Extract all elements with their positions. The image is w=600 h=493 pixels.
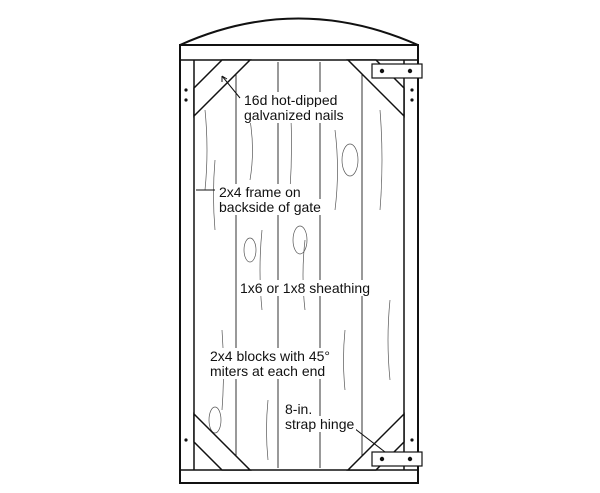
- label-blocks-line2: miters at each end: [208, 363, 328, 379]
- label-sheathing-text: 1x6 or 1x8 sheathing: [238, 280, 372, 296]
- label-hinge-line2: strap hinge: [283, 416, 357, 432]
- label-hinge-line1: 8-in.: [283, 401, 315, 417]
- label-frame-line1: 2x4 frame on: [217, 184, 303, 200]
- leader-nails: [221, 75, 241, 99]
- hinge-bottom: [371, 451, 423, 467]
- strap-hinges: [371, 63, 423, 467]
- label-hinge: 8-in. strap hinge: [283, 401, 357, 432]
- label-nails-line1: 16d hot-dipped: [242, 92, 340, 108]
- label-nails-line2: galvanized nails: [242, 107, 346, 123]
- nails: [184, 88, 414, 442]
- label-frame-line2: backside of gate: [217, 199, 323, 215]
- label-blocks: 2x4 blocks with 45° miters at each end: [208, 348, 332, 379]
- label-blocks-line1: 2x4 blocks with 45°: [208, 348, 332, 364]
- hinge-top: [371, 63, 423, 79]
- label-frame: 2x4 frame on backside of gate: [217, 184, 323, 215]
- label-sheathing: 1x6 or 1x8 sheathing: [238, 280, 372, 296]
- arched-top: [179, 17, 419, 46]
- board-seams: [235, 62, 363, 468]
- block-top-left: [193, 59, 252, 118]
- label-nails: 16d hot-dipped galvanized nails: [242, 92, 346, 123]
- block-bottom-left: [193, 412, 252, 471]
